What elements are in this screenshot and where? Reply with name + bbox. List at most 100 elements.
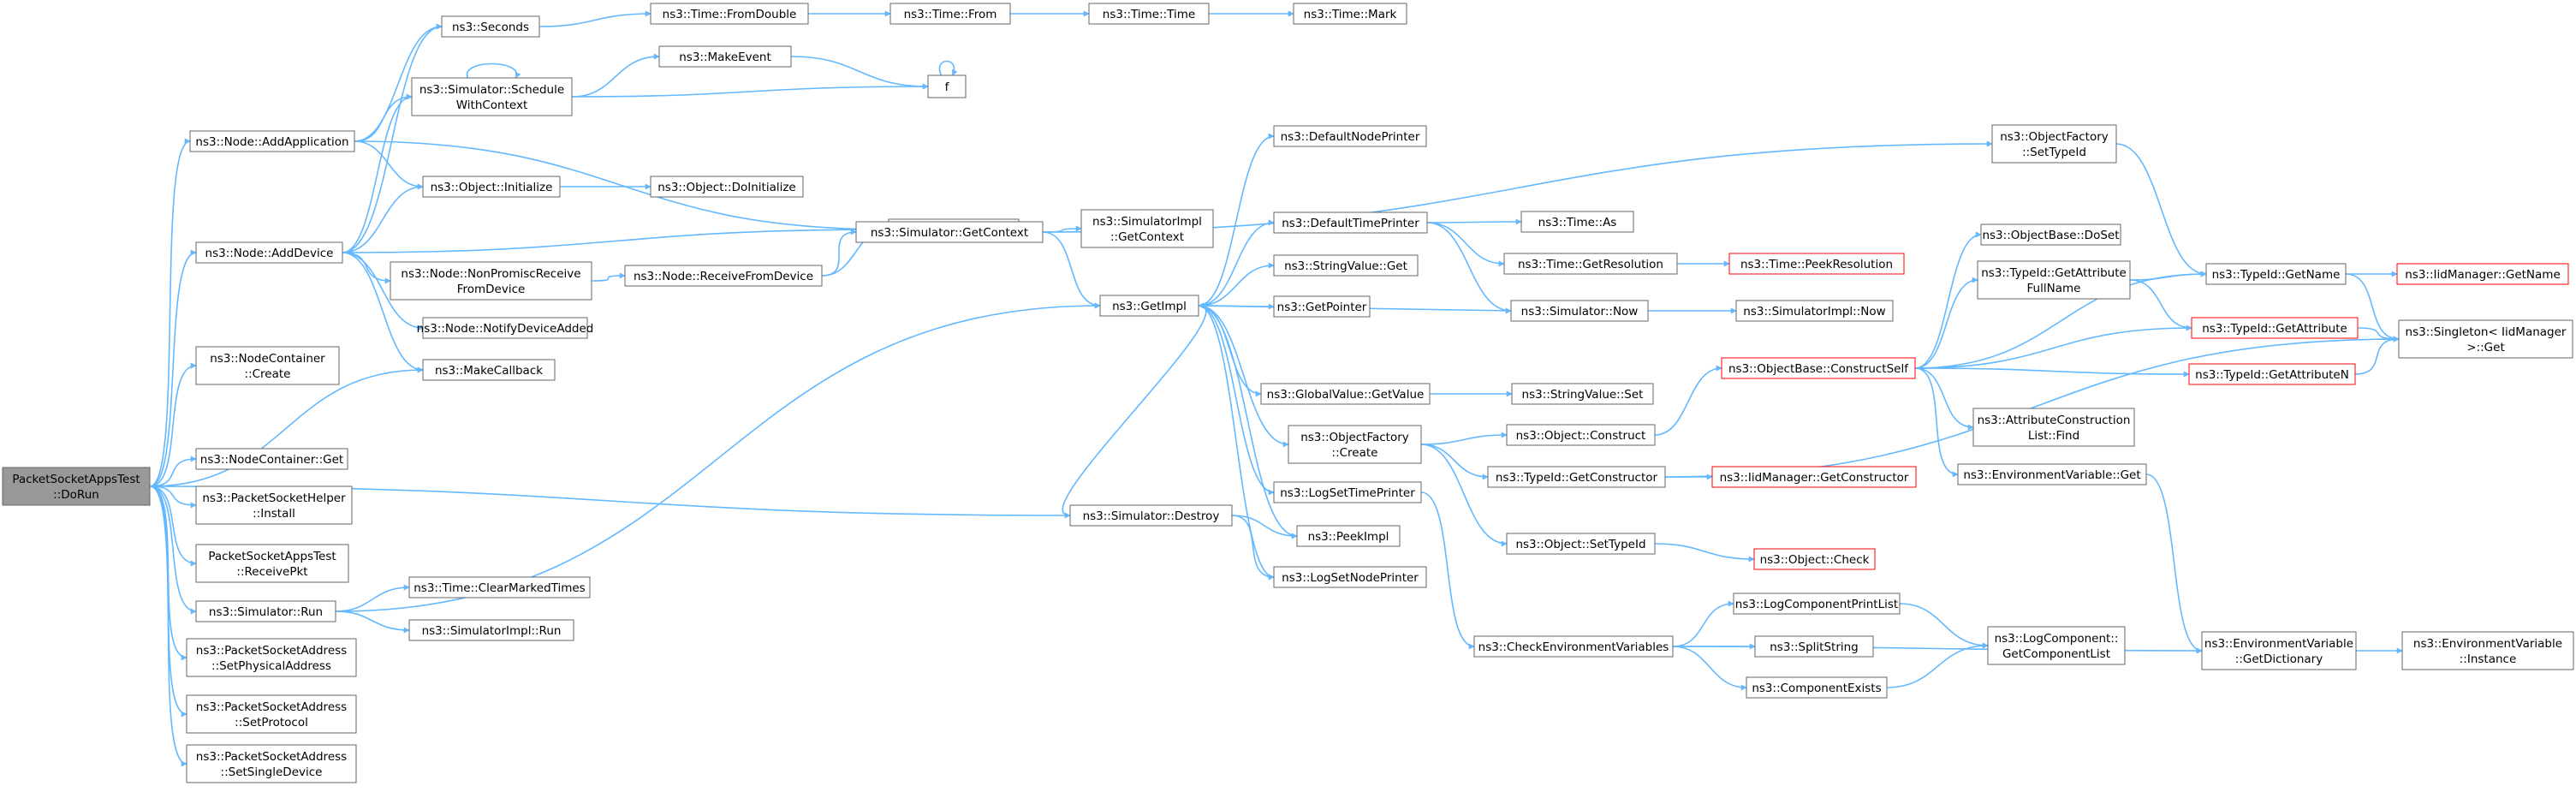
node-box bbox=[422, 359, 556, 381]
node-label: ns3::DefaultNodePrinter bbox=[1281, 130, 1420, 144]
node-label: ::DoRun bbox=[53, 488, 99, 502]
graph-node-ns3-node-notifydeviceadded[interactable]: ns3::Node::NotifyDeviceAdded bbox=[417, 317, 594, 339]
graph-node-ns3-object-settypeid[interactable]: ns3::Object::SetTypeId bbox=[1506, 533, 1656, 555]
graph-node-ns3-logsettimeprinter[interactable]: ns3::LogSetTimePrinter bbox=[1273, 481, 1422, 503]
call-edge bbox=[1654, 543, 1755, 563]
graph-node-ns3-simulatorimpl-getcontext[interactable]: ns3::SimulatorImpl::GetContext bbox=[1080, 209, 1214, 248]
graph-node-ns3-time-getresolution[interactable]: ns3::Time::GetResolution bbox=[1503, 253, 1678, 275]
graph-node-ns3-typeid-getname[interactable]: ns3::TypeId::GetName bbox=[2205, 263, 2347, 285]
graph-node-ns3-globalvalue-getvalue[interactable]: ns3::GlobalValue::GetValue bbox=[1260, 383, 1431, 405]
graph-node-ns3-typeid-getattribute[interactable]: ns3::TypeId::GetAttribute bbox=[2191, 317, 2359, 339]
graph-node-ns3-stringvalue-set[interactable]: ns3::StringValue::Set bbox=[1511, 383, 1654, 405]
graph-node-ns3-typeid-getattributen[interactable]: ns3::TypeId::GetAttributeN bbox=[2188, 363, 2356, 385]
graph-node-ns3-checkenvironmentvariables[interactable]: ns3::CheckEnvironmentVariables bbox=[1473, 635, 1674, 658]
graph-node-ns3-peekimpl[interactable]: ns3::PeekImpl bbox=[1296, 525, 1401, 547]
node-box bbox=[1487, 466, 1666, 488]
graph-node-ns3-packetsocketaddress-setphysicaladdress[interactable]: ns3::PacketSocketAddress::SetPhysicalAdd… bbox=[186, 638, 357, 677]
graph-node-ns3-node-receivefromdevice[interactable]: ns3::Node::ReceiveFromDevice bbox=[624, 265, 823, 287]
graph-node-ns3-environmentvariable-instance[interactable]: ns3::EnvironmentVariable::Instance bbox=[2401, 631, 2574, 670]
graph-node-ns3-componentexists[interactable]: ns3::ComponentExists bbox=[1746, 676, 1888, 699]
graph-node-ns3-time-mark[interactable]: ns3::Time::Mark bbox=[1293, 3, 1407, 25]
call-edge bbox=[2354, 336, 2400, 375]
graph-node-ns3-simulatorimpl-now[interactable]: ns3::SimulatorImpl::Now bbox=[1735, 300, 1894, 322]
node-label: ns3::TypeId::GetConstructor bbox=[1496, 471, 1658, 485]
node-box bbox=[1293, 3, 1407, 25]
graph-node-ns3-object-doinitialize[interactable]: ns3::Object::DoInitialize bbox=[650, 176, 804, 198]
node-box bbox=[2401, 631, 2574, 670]
graph-node-packetsocketappstest-dorun[interactable]: PacketSocketAppsTest::DoRun bbox=[2, 467, 151, 506]
graph-node-ns3-defaulttimeprinter[interactable]: ns3::DefaultTimePrinter bbox=[1273, 211, 1428, 234]
graph-node-ns3-stringvalue-get[interactable]: ns3::StringValue::Get bbox=[1273, 254, 1419, 277]
graph-node-ns3-makecallback[interactable]: ns3::MakeCallback bbox=[422, 359, 556, 381]
graph-node-ns3-environmentvariable-get[interactable]: ns3::EnvironmentVariable::Get bbox=[1957, 463, 2147, 485]
graph-node-ns3-object-initialize[interactable]: ns3::Object::Initialize bbox=[422, 176, 561, 198]
graph-node-ns3-getimpl[interactable]: ns3::GetImpl bbox=[1099, 295, 1199, 317]
graph-node-ns3-simulatorimpl-run[interactable]: ns3::SimulatorImpl::Run bbox=[408, 619, 574, 641]
node-box bbox=[1980, 223, 2121, 246]
call-edge bbox=[1426, 222, 1505, 267]
node-box bbox=[658, 45, 792, 68]
graph-node-ns3-objectbase-doset[interactable]: ns3::ObjectBase::DoSet bbox=[1980, 223, 2121, 246]
graph-node-ns3-typeid-getconstructor[interactable]: ns3::TypeId::GetConstructor bbox=[1487, 466, 1666, 488]
node-label: ns3::IidManager::GetName bbox=[2405, 268, 2561, 282]
call-edge bbox=[1198, 262, 1275, 307]
graph-node-ns3-object-construct[interactable]: ns3::Object::Construct bbox=[1506, 424, 1656, 446]
graph-node-ns3-seconds[interactable]: ns3::Seconds bbox=[441, 15, 540, 38]
graph-node-ns3-objectbase-constructself[interactable]: ns3::ObjectBase::ConstructSelf bbox=[1721, 357, 1916, 379]
node-label: ns3::Time::Time bbox=[1103, 8, 1195, 21]
graph-node-ns3-iidmanager-getname[interactable]: ns3::IidManager::GetName bbox=[2396, 263, 2569, 285]
graph-node-ns3-singleton-iidmanager-get[interactable]: ns3::Singleton< IidManager>::Get bbox=[2398, 319, 2573, 359]
node-label: ns3::LogSetTimePrinter bbox=[1280, 486, 1415, 500]
call-edge bbox=[149, 138, 191, 487]
node-box bbox=[2396, 263, 2569, 285]
graph-node-ns3-getpointer[interactable]: ns3::GetPointer bbox=[1273, 295, 1371, 318]
graph-node-ns3-environmentvariable-getdictionary[interactable]: ns3::EnvironmentVariable::GetDictionary bbox=[2201, 631, 2357, 670]
graph-node-ns3-time-as[interactable]: ns3::Time::As bbox=[1520, 211, 1634, 233]
graph-node-ns3-packetsockethelper-install[interactable]: ns3::PacketSocketHelper::Install bbox=[195, 485, 353, 525]
call-edge bbox=[1420, 432, 1508, 445]
graph-node-ns3-objectfactory-create[interactable]: ns3::ObjectFactory::Create bbox=[1288, 425, 1422, 464]
call-edge bbox=[1914, 325, 2192, 369]
graph-node-ns3-splitstring[interactable]: ns3::SplitString bbox=[1754, 635, 1874, 658]
graph-node-ns3-logcomponentprintlist[interactable]: ns3::LogComponentPrintList bbox=[1733, 593, 1901, 615]
graph-node-ns3-time-peekresolution[interactable]: ns3::Time::PeekResolution bbox=[1728, 253, 1905, 275]
graph-node-ns3-defaultnodeprinter[interactable]: ns3::DefaultNodePrinter bbox=[1273, 125, 1427, 147]
node-box bbox=[2188, 363, 2356, 385]
graph-node-ns3-node-adddevice[interactable]: ns3::Node::AddDevice bbox=[195, 241, 343, 264]
graph-node-ns3-time-clearmarkedtimes[interactable]: ns3::Time::ClearMarkedTimes bbox=[408, 576, 591, 598]
graph-node-ns3-time-time[interactable]: ns3::Time::Time bbox=[1088, 3, 1210, 25]
node-label: ns3::Node::ReceiveFromDevice bbox=[634, 270, 813, 283]
graph-node-ns3-logsetnodeprinter[interactable]: ns3::LogSetNodePrinter bbox=[1273, 566, 1427, 588]
node-box bbox=[422, 317, 588, 339]
graph-node-packetsocketappstest-receivepkt[interactable]: PacketSocketAppsTest::ReceivePkt bbox=[195, 544, 349, 583]
graph-node-ns3-simulator-getcontext[interactable]: ns3::Simulator::GetContext bbox=[855, 221, 1044, 243]
graph-node-ns3-node-addapplication[interactable]: ns3::Node::AddApplication bbox=[189, 130, 355, 152]
node-label: ns3::Simulator::Destroy bbox=[1083, 509, 1220, 523]
graph-node-ns3-nodecontainer-create[interactable]: ns3::NodeContainer::Create bbox=[195, 346, 340, 385]
graph-node-ns3-simulator-now[interactable]: ns3::Simulator::Now bbox=[1510, 300, 1649, 322]
node-box bbox=[195, 346, 340, 385]
graph-node-ns3-makeevent[interactable]: ns3::MakeEvent bbox=[658, 45, 792, 68]
node-label: ::GetContext bbox=[1110, 230, 1184, 244]
graph-node-ns3-simulator-destroy[interactable]: ns3::Simulator::Destroy bbox=[1069, 504, 1233, 527]
node-box bbox=[1746, 676, 1888, 699]
call-edge bbox=[790, 56, 929, 90]
graph-node-ns3-object-check[interactable]: ns3::Object::Check bbox=[1753, 548, 1876, 570]
graph-node-ns3-objectfactory-settypeid[interactable]: ns3::ObjectFactory::SetTypeId bbox=[1991, 124, 2117, 164]
graph-node-ns3-time-from[interactable]: ns3::Time::From bbox=[889, 3, 1011, 25]
call-edge bbox=[1198, 305, 1298, 539]
graph-node-ns3-packetsocketaddress-setsingledevice[interactable]: ns3::PacketSocketAddress::SetSingleDevic… bbox=[186, 744, 357, 783]
node-label: ns3::TypeId::GetAttribute bbox=[1981, 266, 2127, 280]
graph-node-ns3-simulator-run[interactable]: ns3::Simulator::Run bbox=[195, 600, 336, 622]
graph-node-ns3-logcomponent-getcomponentlist[interactable]: ns3::LogComponent::GetComponentList bbox=[1987, 626, 2126, 665]
graph-node-ns3-nodecontainer-get[interactable]: ns3::NodeContainer::Get bbox=[195, 448, 348, 470]
graph-node-f[interactable]: f bbox=[927, 74, 967, 98]
graph-node-ns3-packetsocketaddress-setprotocol[interactable]: ns3::PacketSocketAddress::SetProtocol bbox=[186, 694, 357, 734]
node-box bbox=[1506, 533, 1656, 555]
graph-node-ns3-time-fromdouble[interactable]: ns3::Time::FromDouble bbox=[650, 3, 809, 25]
graph-node-ns3-iidmanager-getconstructor[interactable]: ns3::IidManager::GetConstructor bbox=[1711, 466, 1917, 488]
